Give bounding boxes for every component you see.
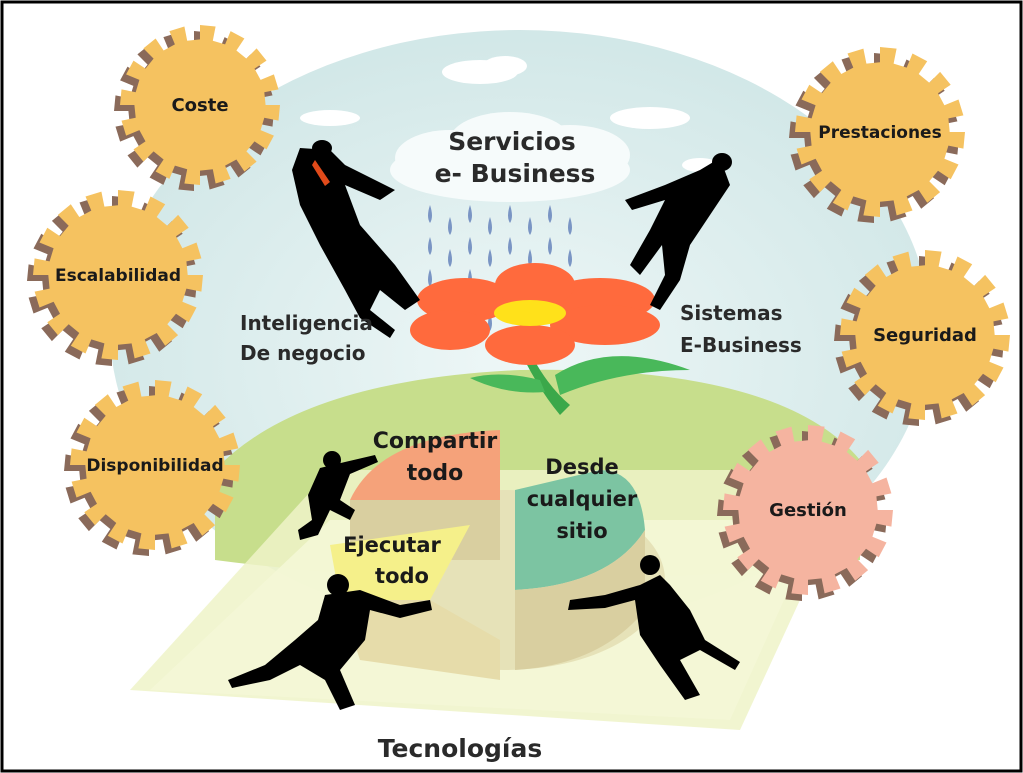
gear-body [120,25,280,185]
rain-drop [508,205,512,223]
rain-drop [488,217,492,235]
gear-label-gestion: Gestión [769,500,847,521]
left-label-line2: De negocio [240,341,365,365]
businessman-left [292,140,420,338]
businessman-right [625,153,732,310]
pie-label-desde-line2: cualquier [527,487,638,511]
flower-petal [485,325,575,365]
right-label-line1: Sistemas [680,301,783,325]
pie-label-ejecutar-line1: Ejecutar [343,533,441,557]
pie-slice-ejecutar [330,525,470,600]
businessman-climbing [298,451,378,540]
pie-label-compartir-line2: todo [407,461,464,486]
gear-label-disponibilidad: Disponibilidad [86,456,223,476]
businessman-pushing-left [228,574,432,710]
pie-label-desde-line1: Desde [545,455,618,479]
flower-leaf-right [555,356,690,395]
flower-center [494,300,566,326]
rain-drop [428,237,432,255]
rain-drop [568,249,572,267]
rain-drop [448,249,452,267]
services-cloud [390,112,630,202]
gear-prestaciones: Prestaciones [789,47,965,223]
flower-petal [550,305,660,345]
rain-drop [568,217,572,235]
left-label-line1: Inteligencia [240,311,373,335]
flower-leaf-left [470,374,545,393]
rain-drop [548,205,552,223]
gear-label-coste: Coste [171,95,228,116]
gear-coste: Coste [114,25,280,191]
rain-drop [468,205,472,223]
flower-petal [495,263,575,307]
rain-drop [468,237,472,255]
gear-label-prestaciones: Prestaciones [818,123,941,143]
rain-drop [428,205,432,223]
gear-body [70,380,240,550]
pie-label-desde-line3: sitio [556,519,607,543]
rain-drop [548,237,552,255]
flower [410,263,690,415]
gear-body [33,190,203,360]
pie-slice-ejecutar-side [340,600,500,680]
rain-drop [428,269,432,287]
gear-disponibilidad: Disponibilidad [64,380,240,556]
rain-drop [488,249,492,267]
footer-tecnologias: Tecnologías [378,734,542,763]
pie-chart-3d [330,430,665,680]
sky-clouds [300,56,718,172]
gear-body [723,425,893,595]
businessman-pushing-right [568,555,740,700]
rain-drop [528,249,532,267]
gear-label-seguridad: Seguridad [873,325,977,346]
pie-label-compartir-line1: Compartir [373,429,498,454]
gear-seguridad: Seguridad [834,250,1010,426]
pie-label-ejecutar-line2: todo [375,564,429,588]
gear-body [840,250,1010,420]
gear-escalabilidad: Escalabilidad [27,190,203,366]
right-label-line2: E-Business [680,333,802,357]
rain-drop [448,217,452,235]
gear-gestion: Gestión [717,425,893,601]
cloud-title-line2: e- Business [435,159,596,188]
gear-label-escalabilidad: Escalabilidad [55,266,181,286]
gear-body [795,47,965,217]
rain-drop [508,237,512,255]
rain-drop [528,217,532,235]
flower-petal [410,310,490,350]
pie-slice-compartir [350,430,500,500]
cloud-title-line1: Servicios [448,127,576,156]
pie-slice-desde [515,470,645,590]
